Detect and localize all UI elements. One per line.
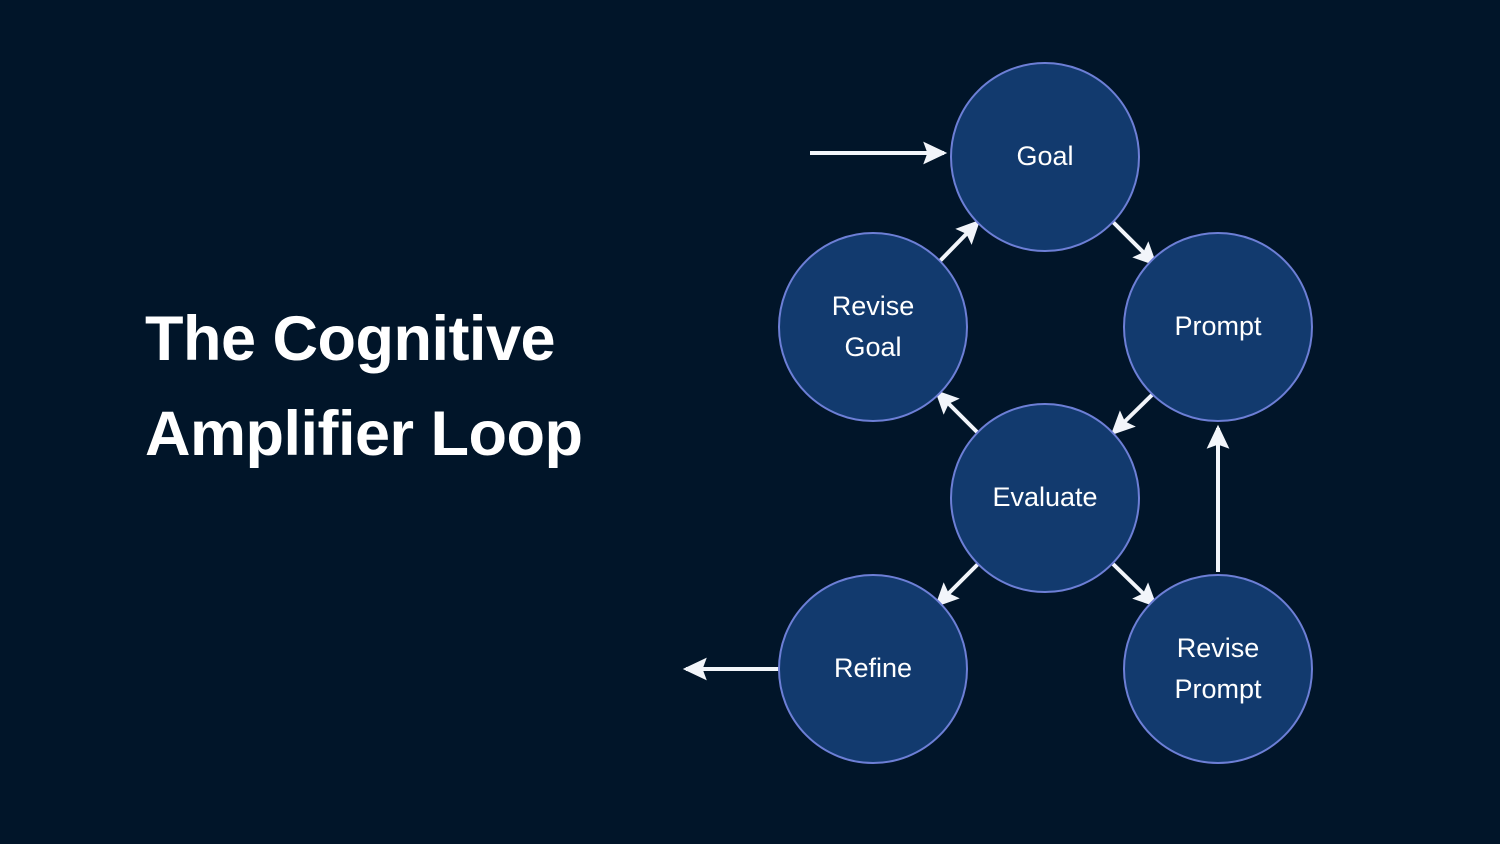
node-revise-goal[interactable]: Revise Goal	[778, 232, 968, 422]
node-revise-prompt-label-line-2: Prompt	[1174, 674, 1262, 704]
diagram-edges	[682, 141, 1230, 681]
node-evaluate[interactable]: Evaluate	[950, 403, 1140, 593]
page-title-line-1: The Cognitive	[145, 304, 556, 374]
edge-evaluate-to-revise-goal	[934, 389, 980, 435]
page-title: The Cognitive Amplifier Loop	[145, 292, 705, 482]
node-prompt-label: Prompt	[1174, 311, 1262, 341]
node-revise-prompt[interactable]: Revise Prompt	[1123, 574, 1313, 764]
edge-revise-goal-to-goal	[935, 219, 981, 266]
node-refine-circle[interactable]	[778, 574, 968, 764]
node-revise-prompt-label-line-1: Revise	[1177, 633, 1260, 663]
node-revise-prompt-circle[interactable]	[1123, 574, 1313, 764]
page-title-line-2: Amplifier Loop	[145, 399, 583, 469]
node-evaluate-label: Evaluate	[992, 482, 1097, 512]
node-goal-label: Goal	[1016, 141, 1073, 171]
node-goal[interactable]: Goal	[950, 62, 1140, 252]
node-prompt[interactable]: Prompt	[1123, 232, 1313, 422]
node-evaluate-circle[interactable]	[950, 403, 1140, 593]
node-refine[interactable]: Refine	[778, 574, 968, 764]
edge-prompt-to-evaluate	[1110, 390, 1157, 436]
node-revise-goal-label-line-2: Goal	[844, 332, 901, 362]
node-revise-goal-circle[interactable]	[778, 232, 968, 422]
node-refine-label: Refine	[834, 653, 912, 683]
edge-goal-to-prompt	[1111, 220, 1158, 267]
node-prompt-circle[interactable]	[1123, 232, 1313, 422]
node-goal-circle[interactable]	[950, 62, 1140, 252]
node-revise-goal-label-line-1: Revise	[832, 291, 915, 321]
edge-evaluate-to-revise-prompt	[1111, 562, 1158, 608]
edge-evaluate-to-refine	[934, 562, 980, 608]
